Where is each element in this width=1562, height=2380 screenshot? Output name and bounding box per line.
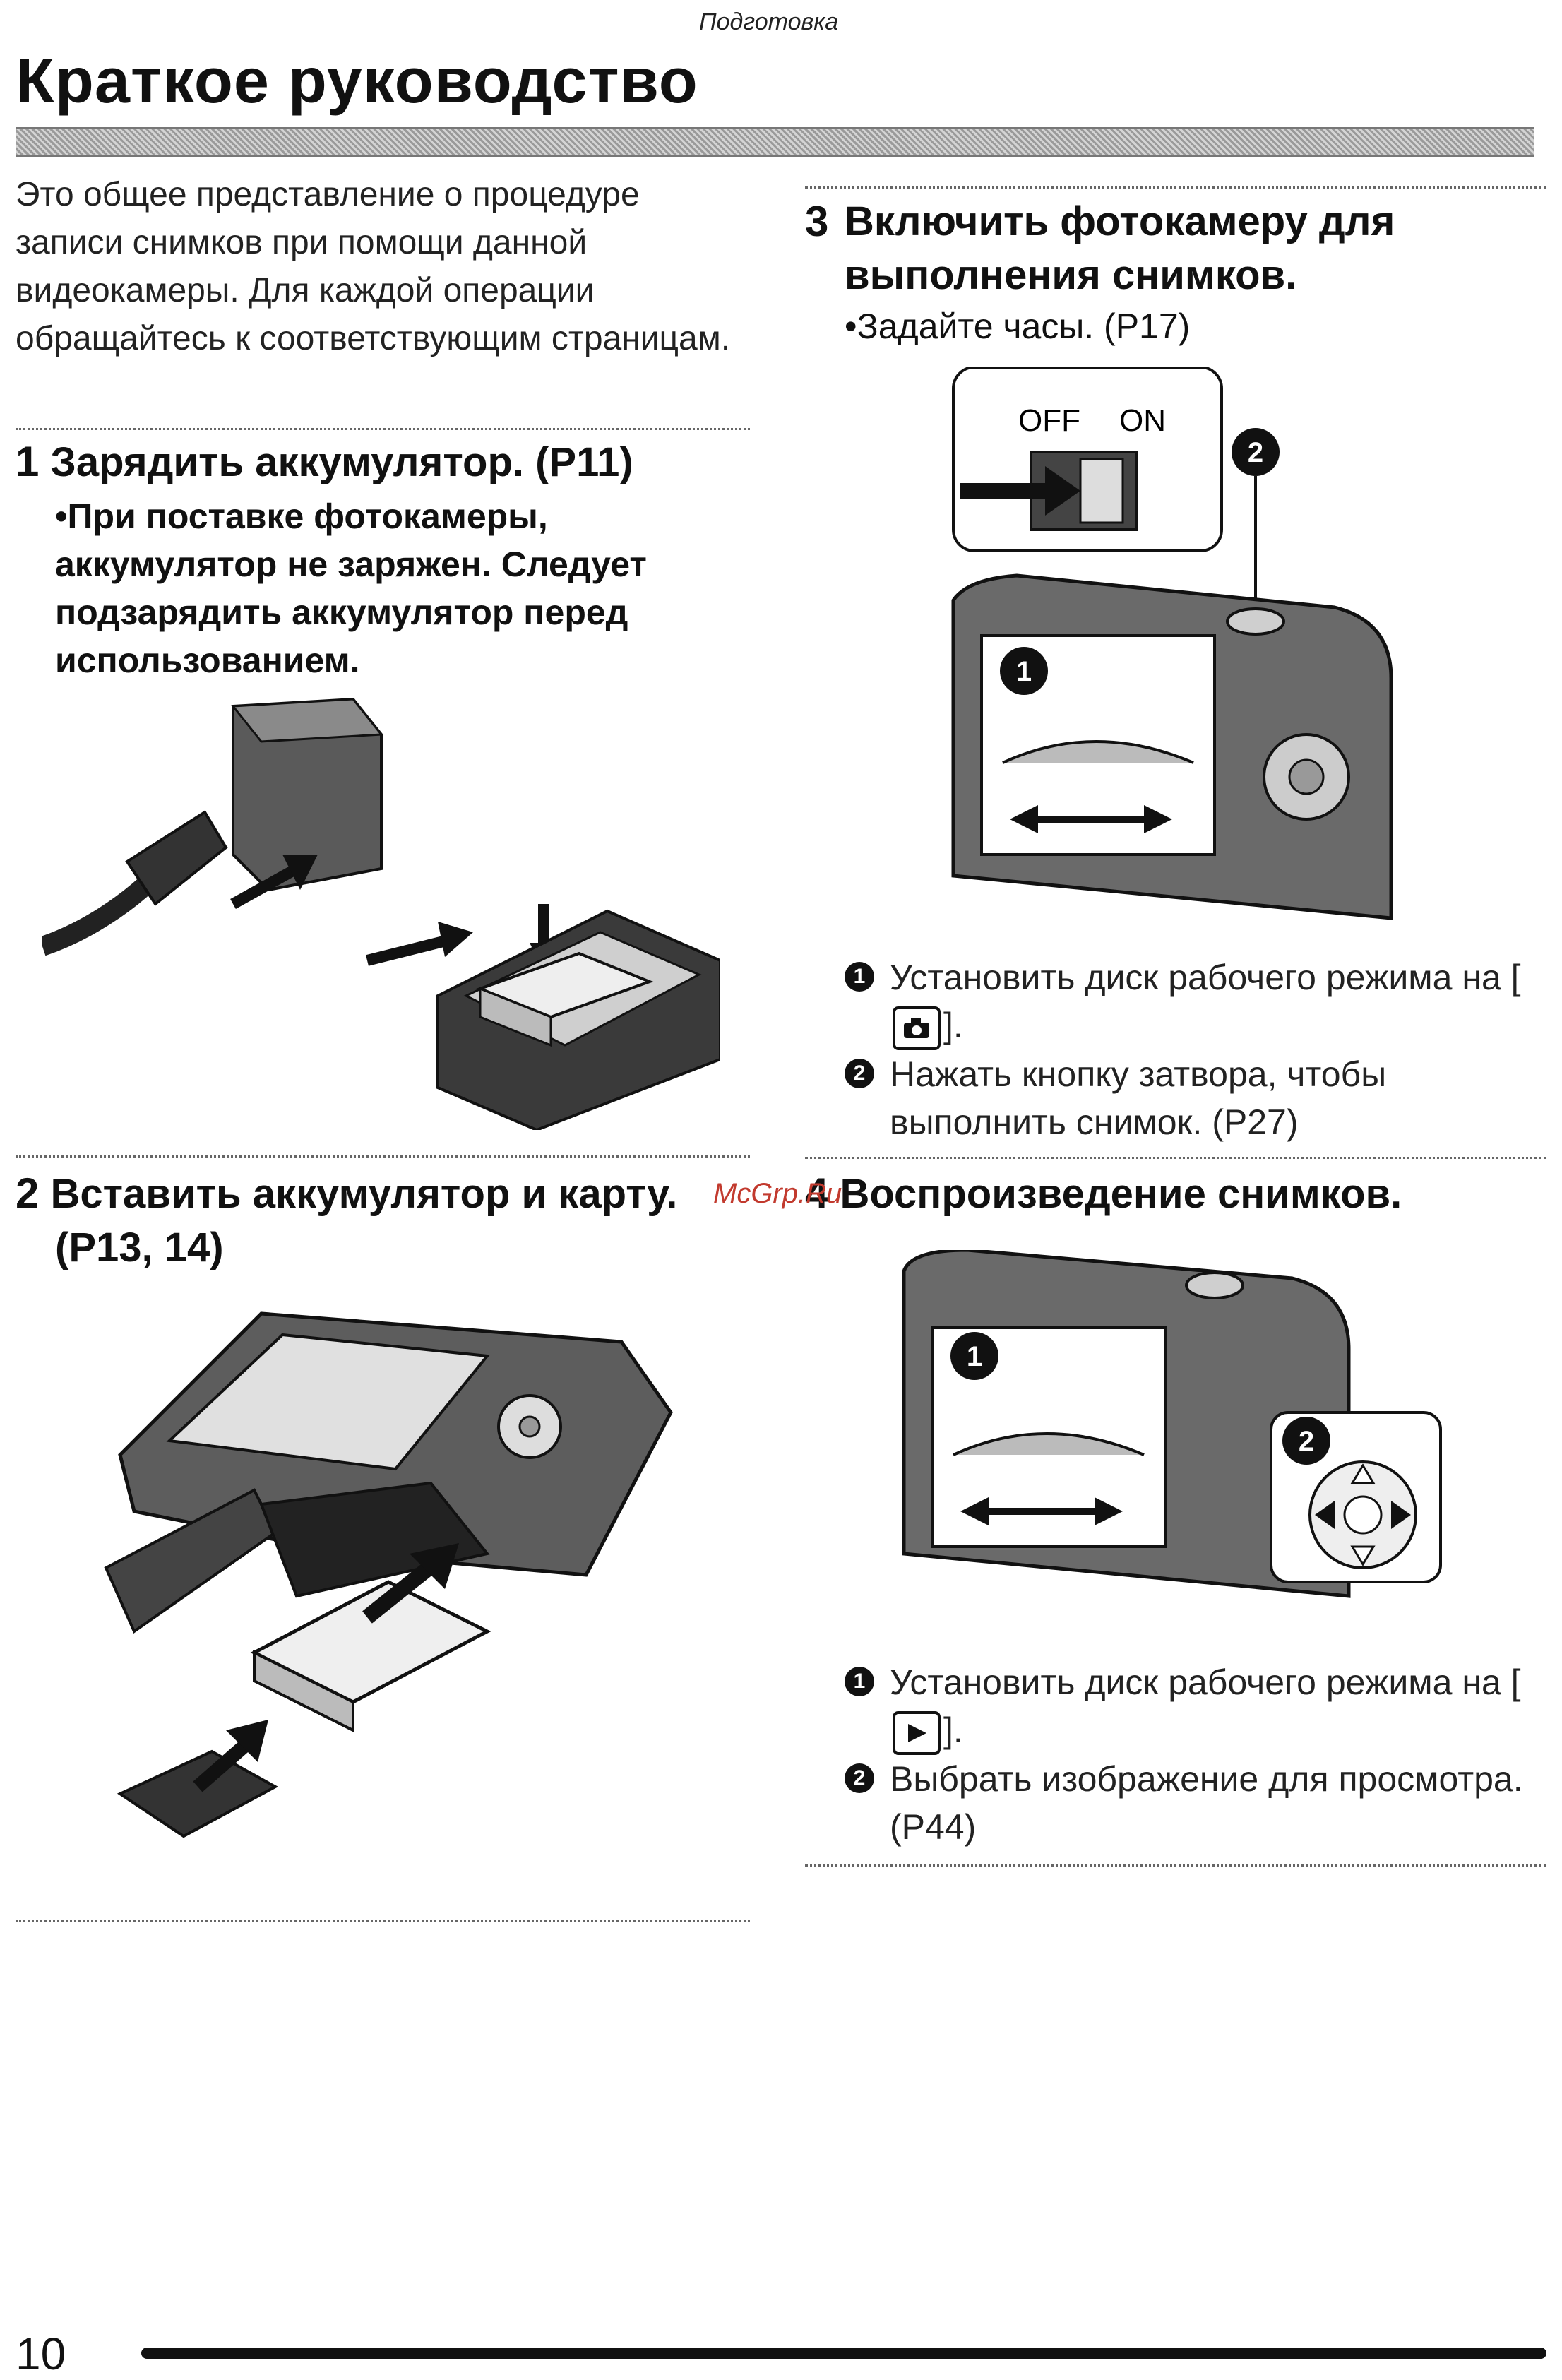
charger-illustration xyxy=(42,697,720,1130)
playback-illustration: 1 2 xyxy=(902,1250,1442,1598)
step-3-note: •Задайте часы. (P17) xyxy=(845,307,1191,346)
step-4-item-2-text: Выбрать изображение для просмотра. (P44) xyxy=(890,1759,1523,1847)
step-4: 4 Воспроизведение снимков. xyxy=(805,1167,1546,1221)
page-number: 10 xyxy=(16,2328,66,2379)
step-4-item-2: 2 Выбрать изображение для просмотра. (P4… xyxy=(845,1755,1551,1851)
step-3-item-2-text: Нажать кнопку затвора, чтобы выполнить с… xyxy=(890,1054,1387,1142)
divider xyxy=(805,1864,1546,1867)
step-2-number: 2 xyxy=(16,1170,40,1217)
callout-2-marker xyxy=(1232,428,1280,476)
callout-1-marker xyxy=(950,1332,998,1380)
watermark: McGrp.Ru xyxy=(713,1178,842,1209)
step-2-reference: (P13, 14) xyxy=(55,1225,224,1271)
step-4-marker-2: 2 xyxy=(845,1763,874,1793)
step-4-number: 4 xyxy=(805,1170,829,1217)
cable-connector xyxy=(125,810,228,906)
switch-on-label: ON xyxy=(1119,403,1166,438)
section-label: Подготовка xyxy=(699,8,839,35)
nav-right-icon xyxy=(1391,1501,1411,1529)
nav-down-icon xyxy=(1350,1545,1376,1566)
memory-card xyxy=(117,1749,279,1838)
divider xyxy=(16,1155,750,1158)
callout-2-label: 2 xyxy=(1299,1426,1314,1457)
callout-1-label: 1 xyxy=(967,1341,982,1372)
intro-paragraph: Это общее представление о процедуре запи… xyxy=(16,176,731,357)
nav-left-icon xyxy=(1315,1501,1335,1529)
step-3: 3 Включить фотокамеру для выполнения сни… xyxy=(805,195,1546,350)
callout-1-marker xyxy=(1000,647,1048,695)
step-3-marker-1: 1 xyxy=(845,962,874,992)
callout-1-label: 1 xyxy=(1016,656,1032,687)
step-2-title: Вставить аккумулятор и карту. xyxy=(50,1171,678,1217)
step-4-item-1: 1 Установить диск рабочего режима на []. xyxy=(845,1658,1551,1755)
step-1: 1 Зарядить аккумулятор. (P11) •При поста… xyxy=(16,435,750,684)
step-1-note: •При поставке фотокамеры, аккумулятор не… xyxy=(55,496,647,680)
arrow-icon xyxy=(230,864,299,909)
page-title: Краткое руководство xyxy=(16,46,698,117)
step-4-instructions: 1 Установить диск рабочего режима на [].… xyxy=(845,1658,1551,1851)
shutter-button xyxy=(1226,607,1285,636)
step-1-title: Зарядить аккумулятор. (P11) xyxy=(50,439,633,485)
camera-icon xyxy=(893,1006,941,1050)
divider xyxy=(16,1920,750,1922)
switch-off-label: OFF xyxy=(1018,403,1080,438)
step-4-marker-1: 1 xyxy=(845,1667,874,1696)
step-3-title: Включить фотокамеру для выполнения снимк… xyxy=(845,198,1395,298)
footer-rule xyxy=(141,2348,1546,2359)
callout-2-label: 2 xyxy=(1248,437,1263,468)
step-4-title: Воспроизведение снимков. xyxy=(840,1171,1402,1217)
power-cable xyxy=(42,869,162,956)
step-3-item-1: 1 Установить диск рабочего режима на []. xyxy=(845,953,1551,1050)
divider xyxy=(805,186,1546,189)
step-3-number: 3 xyxy=(805,198,829,245)
power-on-illustration: OFF ON 2 1 xyxy=(951,367,1393,920)
arrow-icon xyxy=(366,934,453,966)
step-3-marker-2: 2 xyxy=(845,1058,874,1088)
step-1-number: 1 xyxy=(16,438,40,485)
step-4-item-1-text: Установить диск рабочего режима на [ xyxy=(890,1662,1521,1702)
divider xyxy=(16,428,750,430)
step-2: 2 Вставить аккумулятор и карту. (P13, 14… xyxy=(16,1167,792,1275)
step-3-item-1-end: ]. xyxy=(943,1006,963,1045)
divider xyxy=(805,1157,1546,1159)
nav-up-icon xyxy=(1350,1463,1376,1484)
step-3-item-2: 2 Нажать кнопку затвора, чтобы выполнить… xyxy=(845,1050,1551,1146)
play-icon xyxy=(893,1710,941,1755)
shutter-button xyxy=(1185,1271,1244,1299)
step-3-instructions: 1 Установить диск рабочего режима на [].… xyxy=(845,953,1551,1146)
step-4-item-1-end: ]. xyxy=(943,1710,963,1750)
battery-insert-illustration xyxy=(104,1311,673,1838)
step-3-item-1-text: Установить диск рабочего режима на [ xyxy=(890,958,1521,997)
camera-lcd xyxy=(166,1333,490,1471)
callout-2-marker xyxy=(1282,1417,1330,1465)
title-underline-bar xyxy=(16,127,1534,157)
